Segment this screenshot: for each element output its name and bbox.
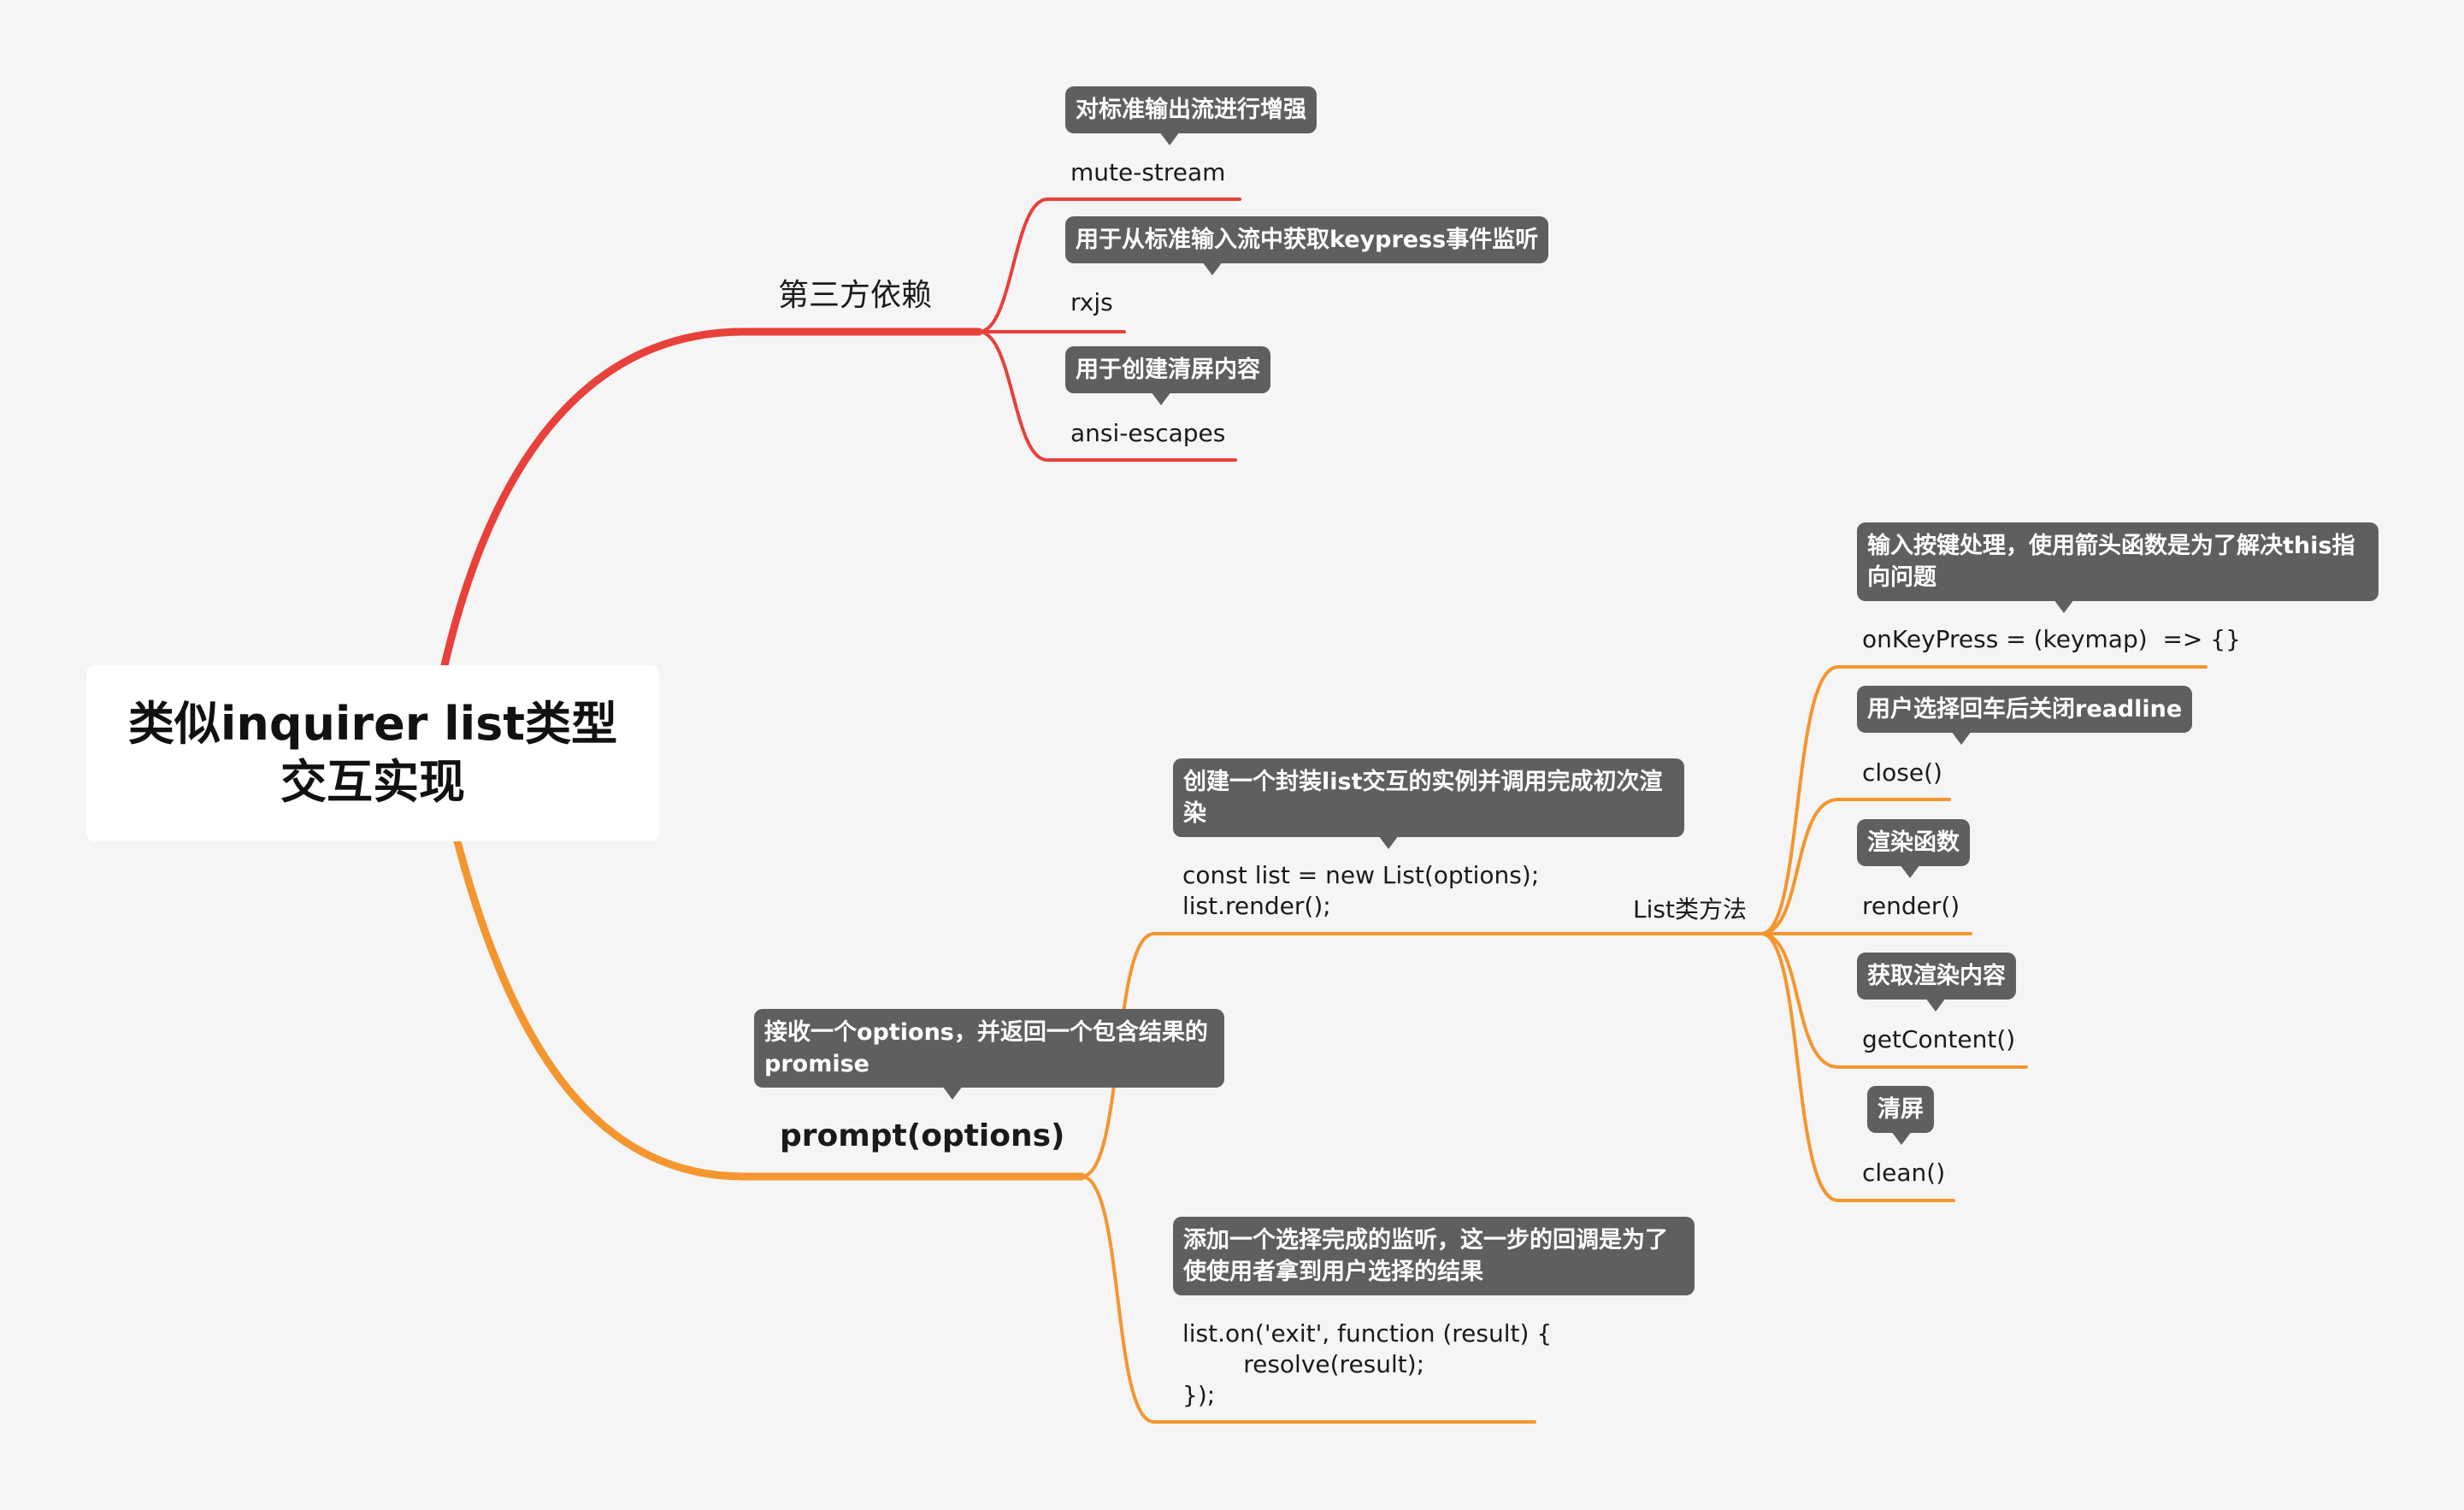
note-exit: 添加一个选择完成的监听，这一步的回调是为了使使用者拿到用户选择的结果 <box>1173 1217 1695 1295</box>
note-clean-text: 清屏 <box>1877 1096 1924 1123</box>
note-getcontent-text: 获取渲染内容 <box>1867 963 2006 989</box>
leaf-close[interactable]: close() <box>1862 758 1942 787</box>
sub-line-onkeypress <box>1760 665 2208 935</box>
note-ansi-escapes-text: 用于创建清屏内容 <box>1076 357 1260 383</box>
note-prompt: 接收一个options，并返回一个包含结果的promise <box>754 1009 1224 1100</box>
branch-line-deps <box>440 327 983 669</box>
sub-line-ansi-escapes <box>977 330 1237 462</box>
sub-line-clean <box>1760 932 1955 1202</box>
note-rxjs-text: 用于从标准输入流中获取keypress事件监听 <box>1076 227 1539 253</box>
central-title-line1: 类似inquirer list类型 <box>127 697 618 751</box>
sub-line-exit <box>1080 1175 1536 1424</box>
note-mute-stream: 对标准输出流进行增强 <box>1065 86 1317 145</box>
note-onkeypress-text: 输入按键处理，使用箭头函数是为了解决this指向问题 <box>1867 533 2355 591</box>
leaf-exit-code[interactable]: list.on('exit', function (result) { reso… <box>1182 1319 1553 1409</box>
note-mute-stream-text: 对标准输出流进行增强 <box>1076 97 1306 123</box>
note-create-text: 创建一个封装list交互的实例并调用完成初次渲染 <box>1183 769 1663 827</box>
leaf-render[interactable]: render() <box>1862 892 1960 920</box>
branch-prompt-label[interactable]: prompt(options) <box>780 1118 1065 1153</box>
branch-deps-label[interactable]: 第三方依赖 <box>778 278 933 313</box>
note-onkeypress: 输入按键处理，使用箭头函数是为了解决this指向问题 <box>1857 522 2379 613</box>
sub-line-close <box>1760 798 1951 935</box>
note-rxjs: 用于从标准输入流中获取keypress事件监听 <box>1065 216 1549 275</box>
leaf-getcontent[interactable]: getContent() <box>1862 1025 2016 1053</box>
leaf-rxjs[interactable]: rxjs <box>1070 288 1113 316</box>
note-prompt-text: 接收一个options，并返回一个包含结果的promise <box>764 1019 1208 1077</box>
leaf-mute-stream[interactable]: mute-stream <box>1070 158 1226 186</box>
leaf-clean[interactable]: clean() <box>1862 1159 1946 1187</box>
branch-line-prompt <box>453 837 1086 1181</box>
note-render: 渲染函数 <box>1857 819 1970 878</box>
note-exit-text: 添加一个选择完成的监听，这一步的回调是为了使使用者拿到用户选择的结果 <box>1183 1227 1668 1285</box>
note-create: 创建一个封装list交互的实例并调用完成初次渲染 <box>1173 758 1684 849</box>
central-title-line2: 交互实现 <box>280 755 465 809</box>
note-render-text: 渲染函数 <box>1867 829 1960 856</box>
note-getcontent: 获取渲染内容 <box>1857 953 2016 1012</box>
sub-line-mute-stream <box>977 198 1241 333</box>
leaf-create-code[interactable]: const list = new List(options); list.ren… <box>1182 861 1540 920</box>
leaf-onkeypress[interactable]: onKeyPress = (keymap) => {} <box>1862 625 2241 653</box>
note-close-text: 用户选择回车后关闭readline <box>1867 696 2183 723</box>
note-close: 用户选择回车后关闭readline <box>1857 686 2193 745</box>
sub-line-getcontent <box>1760 932 2028 1069</box>
note-clean: 清屏 <box>1867 1086 1934 1145</box>
leaf-ansi-escapes[interactable]: ansi-escapes <box>1070 419 1226 447</box>
central-topic[interactable]: 类似inquirer list类型 交互实现 <box>86 665 659 841</box>
list-methods-label[interactable]: List类方法 <box>1633 895 1747 923</box>
note-ansi-escapes: 用于创建清屏内容 <box>1065 346 1270 405</box>
